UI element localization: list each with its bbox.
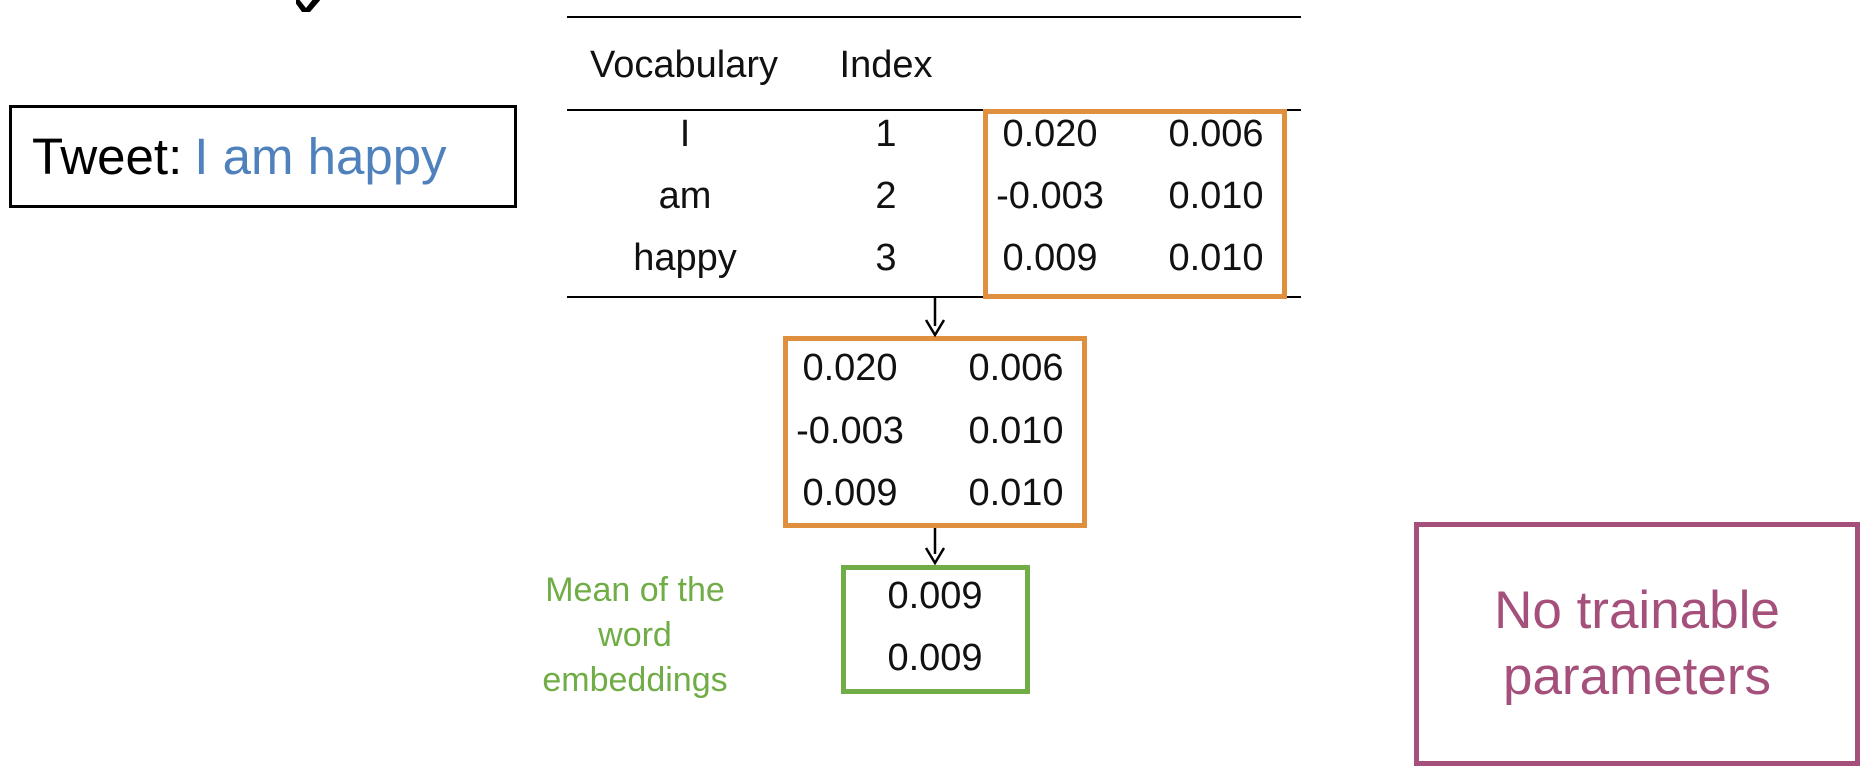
table-row-word: I: [679, 113, 691, 155]
mean-caption-line: Mean of the: [545, 571, 725, 609]
embedding-highlight-box: [983, 109, 1287, 299]
table-row-index: 1: [875, 113, 897, 155]
table-header-rule: [567, 109, 1301, 111]
selected-row-embedding-1: -0.003: [796, 410, 904, 452]
table-row-word: am: [658, 175, 712, 217]
table-row-embedding-2: 0.010: [1168, 237, 1264, 279]
mean-embedding-box: [841, 565, 1030, 694]
table-top-rule: [567, 16, 1301, 18]
note-line: parameters: [1502, 647, 1772, 706]
mean-value: 0.009: [887, 575, 983, 617]
mean-caption-line: embeddings: [542, 661, 728, 699]
arrow-head-down-icon: [924, 319, 946, 338]
tweet-box: Tweet: I am happy: [9, 105, 517, 208]
table-row-embedding-1: -0.003: [996, 175, 1104, 217]
table-row-embedding-1: 0.009: [1002, 237, 1098, 279]
selected-row-embedding-2: 0.010: [968, 472, 1064, 514]
mean-caption-line: word: [598, 616, 672, 654]
mean-value: 0.009: [887, 637, 983, 679]
selected-row-embedding-2: 0.010: [968, 410, 1064, 452]
table-row-embedding-2: 0.010: [1168, 175, 1264, 217]
header-index: Index: [839, 44, 933, 86]
trainable-parameters-note: No trainable parameters: [1414, 522, 1860, 766]
table-row-embedding-2: 0.006: [1168, 113, 1264, 155]
selected-row-embedding-1: 0.020: [802, 347, 898, 389]
selected-embeddings-box: [783, 336, 1087, 528]
tweet-label: Tweet:: [32, 128, 183, 185]
table-row-index: 3: [875, 237, 897, 279]
mean-caption: Mean of the word embeddings: [520, 568, 750, 703]
table-row-embedding-1: 0.020: [1002, 113, 1098, 155]
selected-row-embedding-2: 0.006: [968, 347, 1064, 389]
table-row-index: 2: [875, 175, 897, 217]
arrow-head-down-icon: [924, 547, 946, 566]
header-vocabulary: Vocabulary: [589, 44, 778, 86]
title-fragment: [296, 0, 321, 12]
tweet-text: I am happy: [194, 128, 447, 185]
note-line: No trainable: [1494, 581, 1780, 640]
table-row-word: happy: [633, 237, 737, 279]
selected-row-embedding-1: 0.009: [802, 472, 898, 514]
